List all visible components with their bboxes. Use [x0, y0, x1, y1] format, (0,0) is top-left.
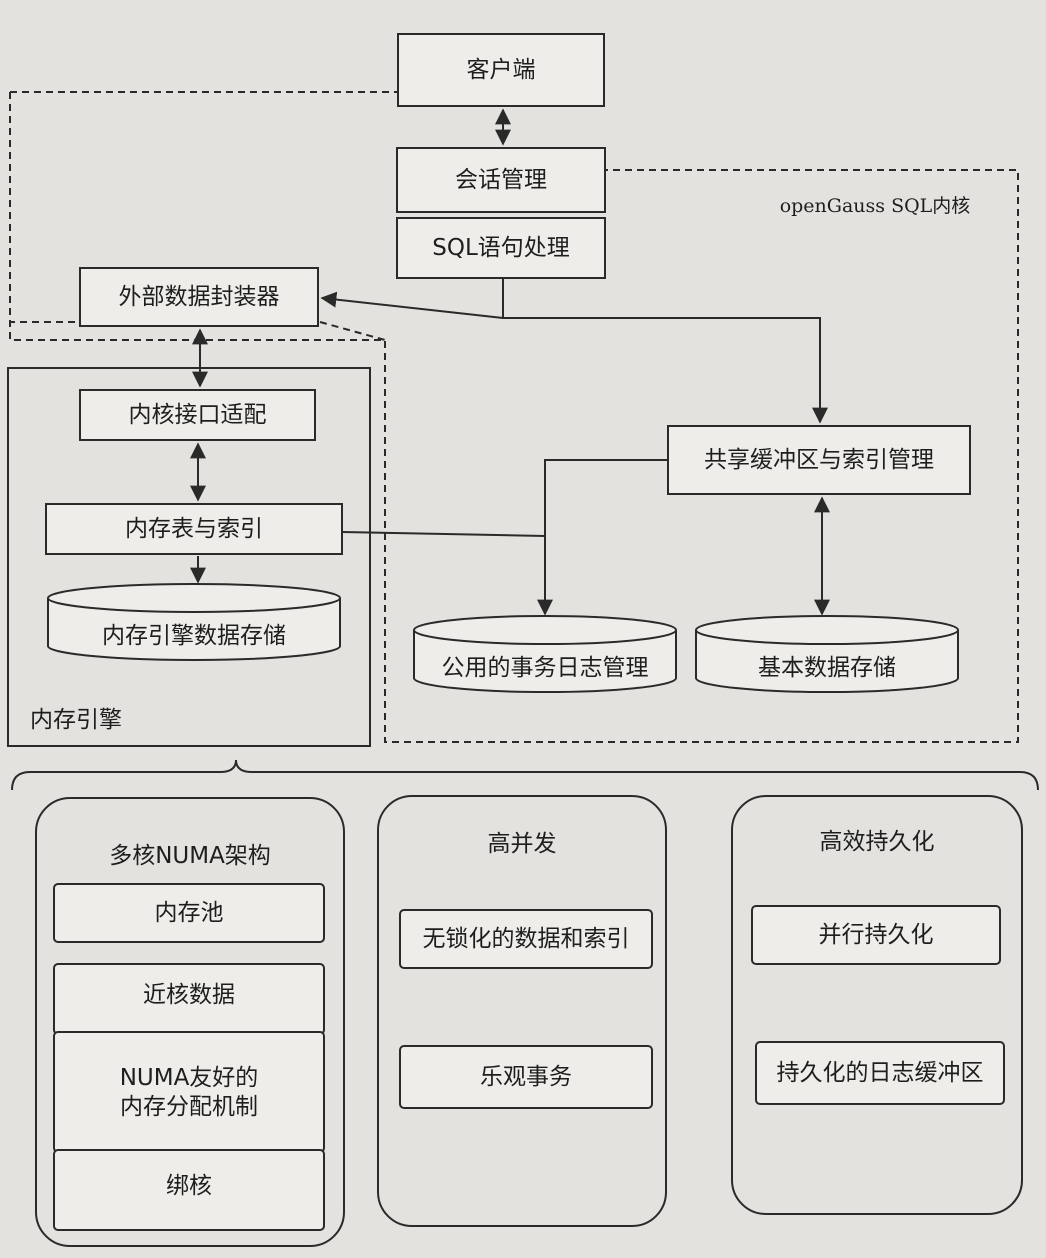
line-sql-down	[502, 278, 828, 424]
line-shared-to-log	[537, 459, 668, 616]
kernel-region-border-left	[9, 92, 386, 341]
line-memtables-log	[341, 531, 546, 537]
numa-item-box	[53, 963, 325, 1035]
concurrency-panel	[377, 795, 667, 1227]
txn-log-cylinder	[413, 615, 677, 693]
durability-panel	[731, 795, 1023, 1215]
fdw-box	[79, 267, 319, 327]
sql-processing-box	[396, 217, 606, 279]
durability-item-box	[751, 905, 1001, 965]
memory-engine-region	[7, 367, 371, 747]
kernel-adapter-box	[79, 389, 316, 441]
numa-item-box	[53, 883, 325, 943]
base-storage-cylinder	[695, 615, 959, 693]
numa-panel	[35, 797, 345, 1247]
concurrency-item-box	[399, 1045, 653, 1109]
session-mgmt-box	[396, 147, 606, 213]
arrow-to-fdw	[320, 291, 504, 319]
client-box	[397, 33, 605, 107]
durability-item-box	[755, 1041, 1005, 1105]
mem-tables-box	[45, 503, 343, 555]
shared-buffer-box	[667, 425, 971, 495]
numa-item-box	[53, 1031, 325, 1153]
grouping-brace	[11, 759, 1039, 791]
mem-storage-cylinder	[47, 583, 341, 661]
numa-item-box	[53, 1149, 325, 1231]
concurrency-item-box	[399, 909, 653, 969]
